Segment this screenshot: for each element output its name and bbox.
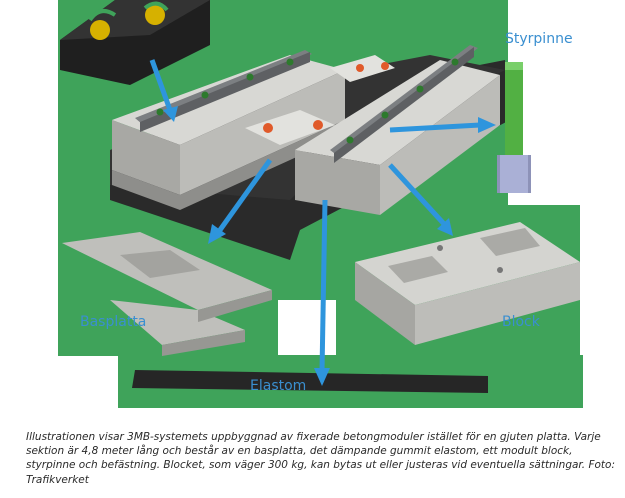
- arrows: [149, 59, 496, 386]
- label-styrpinne: Styrpinne: [505, 31, 573, 47]
- label-basplatta: Basplatta: [80, 314, 147, 330]
- rails: [135, 45, 478, 163]
- white-gap: [278, 300, 336, 355]
- styrpinne-pin: [497, 62, 531, 193]
- rail-fastenings: [156, 58, 459, 144]
- figure-caption: Illustrationen visar 3MB-systemets uppby…: [26, 431, 615, 486]
- fastening-detail-inset: [60, 0, 210, 85]
- label-elastom: Elastom: [250, 378, 307, 394]
- elastom-strip: [132, 370, 488, 393]
- cross-beams: [245, 55, 395, 145]
- figure-3mb-system: [58, 0, 583, 408]
- label-block: Block: [502, 314, 540, 330]
- basplatta-plate: [62, 232, 272, 356]
- block-module: [355, 222, 580, 345]
